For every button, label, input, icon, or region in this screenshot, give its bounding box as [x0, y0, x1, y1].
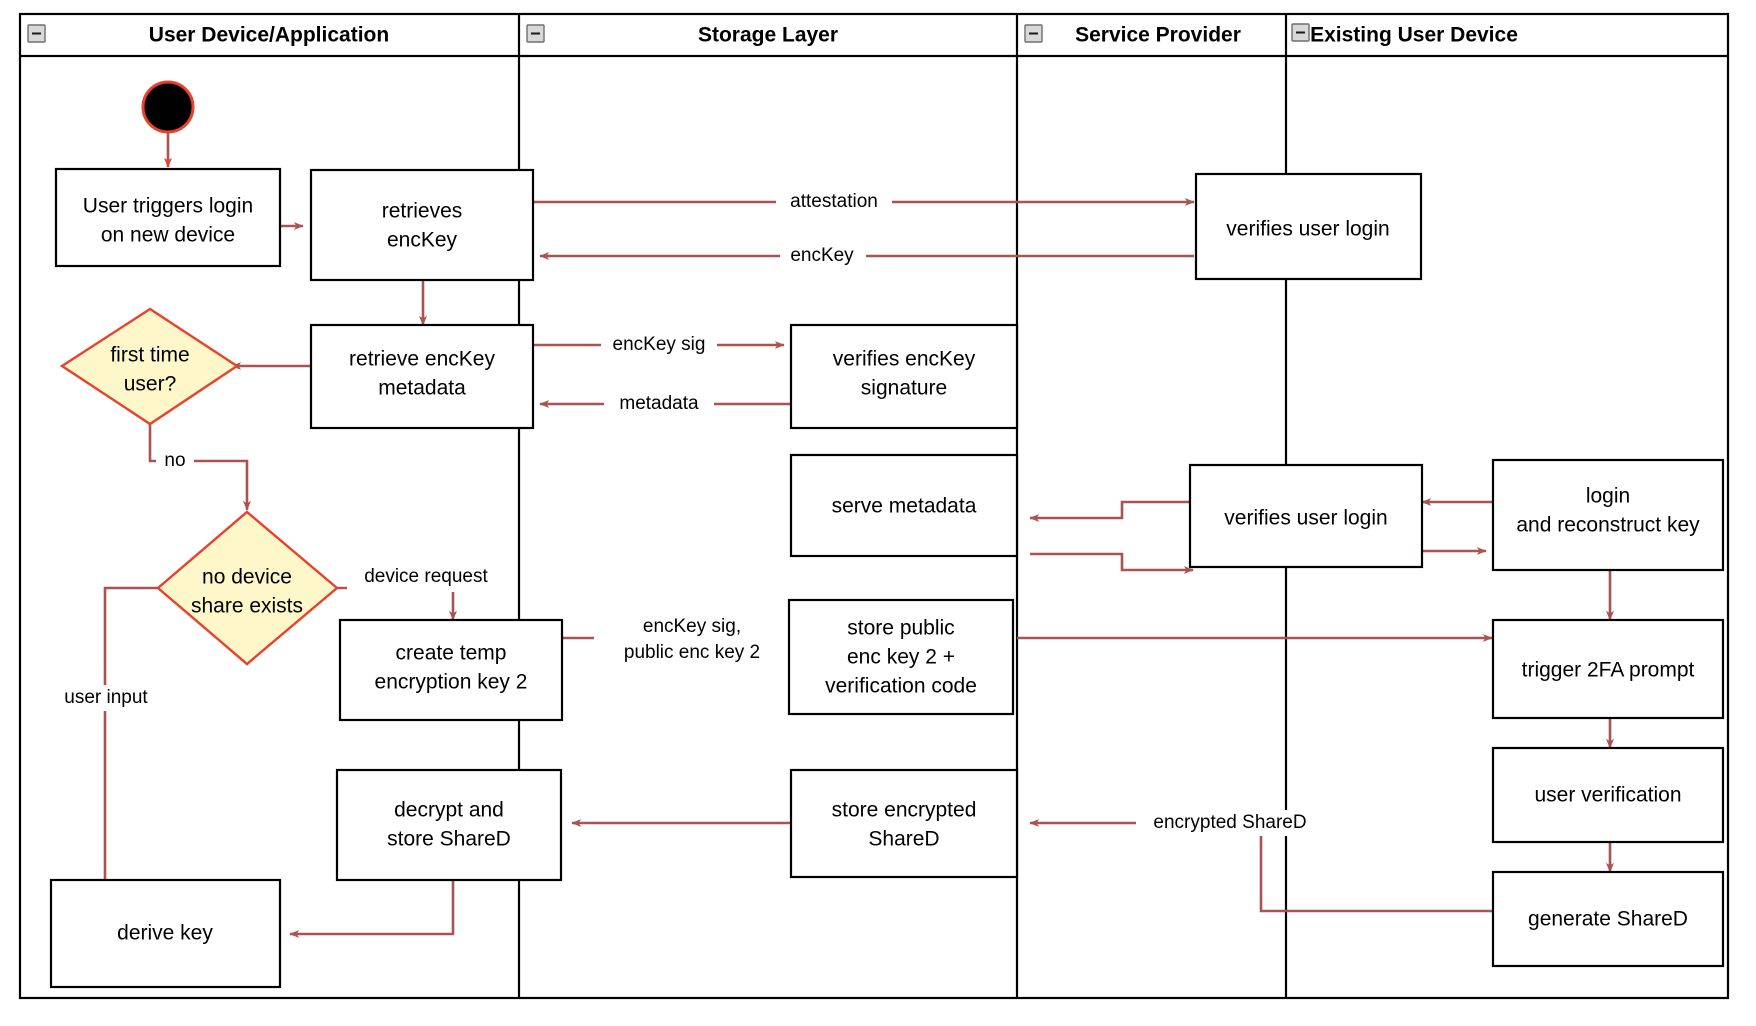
node-label: verifies user login — [1224, 507, 1387, 530]
node-verifies-enckey-signature[interactable]: verifies encKey signature — [789, 323, 1019, 430]
node-label-line1: store public — [847, 617, 954, 640]
initial-node[interactable] — [141, 80, 195, 134]
node-label: verifies user login — [1226, 218, 1389, 241]
edge-label-metadata: metadata — [619, 393, 699, 414]
diagram-outer-border — [18, 12, 1730, 1000]
lane-header-existing-device[interactable]: Existing User Device — [1291, 23, 1518, 47]
node-trigger-2fa-prompt[interactable]: trigger 2FA prompt — [1491, 618, 1725, 720]
edge-user-input — [101, 586, 163, 904]
edge-label-enckey-sig-public-enc-key-2-line2: public enc key 2 — [624, 642, 760, 663]
edge-label-layer: attestation encKey encKey sig metadata n… — [50, 188, 1322, 836]
node-label-line1: retrieves — [382, 200, 463, 223]
node-label-line2: share exists — [191, 595, 303, 618]
edge-label-attestation: attestation — [790, 191, 878, 212]
edge-serve-metadata-to-verifies — [1030, 552, 1194, 574]
node-create-temp-encryption-key-2[interactable]: create temp encryption key 2 — [338, 618, 564, 722]
edge-no-branch — [148, 424, 251, 511]
node-label: derive key — [117, 922, 213, 945]
node-label-line1: create temp — [396, 642, 507, 665]
node-derive-key[interactable]: derive key — [49, 878, 282, 989]
node-label: user verification — [1534, 784, 1681, 807]
node-verifies-user-login-top[interactable]: verifies user login — [1194, 172, 1423, 281]
node-label-line2: and reconstruct key — [1516, 514, 1700, 537]
node-user-triggers-login[interactable]: User triggers login on new device — [54, 167, 282, 268]
node-label-line1: first time — [110, 344, 189, 367]
node-label-line1: store encrypted — [832, 799, 977, 822]
lane-header-service-provider[interactable]: Service Provider — [1024, 24, 1241, 47]
edge-verifies-to-serve-metadata — [1029, 500, 1193, 522]
edge-label-device-request: device request — [364, 566, 488, 587]
node-label-line2: user? — [124, 373, 177, 396]
node-label-line3: verification code — [825, 675, 977, 698]
node-label-line2: encryption key 2 — [375, 671, 528, 694]
node-retrieves-enckey[interactable]: retrieves encKey — [309, 168, 535, 282]
node-first-time-user-decision[interactable]: first time user? — [59, 307, 240, 426]
collapse-minus-icon[interactable] — [1291, 23, 1310, 42]
node-retrieve-enckey-metadata[interactable]: retrieve encKey metadata — [309, 323, 535, 430]
node-store-public-enc-key-2[interactable]: store public enc key 2 + verification co… — [787, 598, 1015, 716]
node-label-line2: metadata — [378, 377, 466, 400]
lane-header-label: Storage Layer — [698, 24, 838, 47]
node-label-line2: signature — [861, 377, 947, 400]
collapse-minus-icon[interactable] — [27, 24, 46, 43]
lane-header-label: Existing User Device — [1310, 24, 1518, 47]
collapse-minus-icon[interactable] — [1024, 24, 1043, 43]
node-label-line2: ShareD — [868, 828, 939, 851]
collapse-minus-icon[interactable] — [526, 24, 545, 43]
edge-decrypt-to-derive-key — [289, 880, 455, 938]
node-label-line1: no device — [202, 566, 292, 589]
node-label-line1: User triggers login — [83, 195, 253, 218]
node-decrypt-and-store-shared[interactable]: decrypt and store ShareD — [335, 768, 563, 882]
edge-label-enckey: encKey — [790, 245, 854, 266]
node-verifies-user-login-mid[interactable]: verifies user login — [1188, 463, 1424, 569]
node-label-line2: store ShareD — [387, 828, 511, 851]
edge-label-enckey-sig-public-enc-key-2-line1: encKey sig, — [643, 616, 741, 637]
node-user-verification[interactable]: user verification — [1491, 746, 1725, 844]
lane-header-user-device[interactable]: User Device/Application — [27, 24, 389, 47]
node-label: trigger 2FA prompt — [1522, 659, 1695, 682]
node-label-line2: encKey — [387, 229, 458, 252]
node-label: generate ShareD — [1528, 908, 1688, 931]
node-no-device-share-exists-decision[interactable]: no device share exists — [156, 510, 339, 666]
edge-label-user-input: user input — [64, 687, 148, 708]
node-label-line1: login — [1586, 485, 1630, 508]
node-generate-shared[interactable]: generate ShareD — [1491, 870, 1725, 968]
edge-device-request — [332, 586, 457, 621]
node-label-line2: on new device — [101, 224, 235, 247]
node-login-and-reconstruct-key[interactable]: login and reconstruct key — [1491, 458, 1725, 572]
node-store-encrypted-shared[interactable]: store encrypted ShareD — [789, 768, 1019, 879]
node-label-line1: decrypt and — [394, 799, 504, 822]
edge-label-no: no — [164, 450, 185, 471]
node-serve-metadata[interactable]: serve metadata — [789, 453, 1019, 558]
node-label-line2: enc key 2 + — [847, 646, 955, 669]
edge-label-enckey-sig: encKey sig — [613, 334, 706, 355]
edge-label-encrypted-shared: encrypted ShareD — [1153, 812, 1306, 833]
lane-header-storage[interactable]: Storage Layer — [526, 24, 838, 47]
edge-encrypted-shared — [1029, 819, 1492, 913]
lane-header-label: Service Provider — [1075, 24, 1241, 47]
node-label-line1: retrieve encKey — [349, 348, 495, 371]
lane-header-label: User Device/Application — [149, 24, 389, 47]
node-label: serve metadata — [832, 495, 977, 518]
node-label-line1: verifies encKey — [833, 348, 976, 371]
